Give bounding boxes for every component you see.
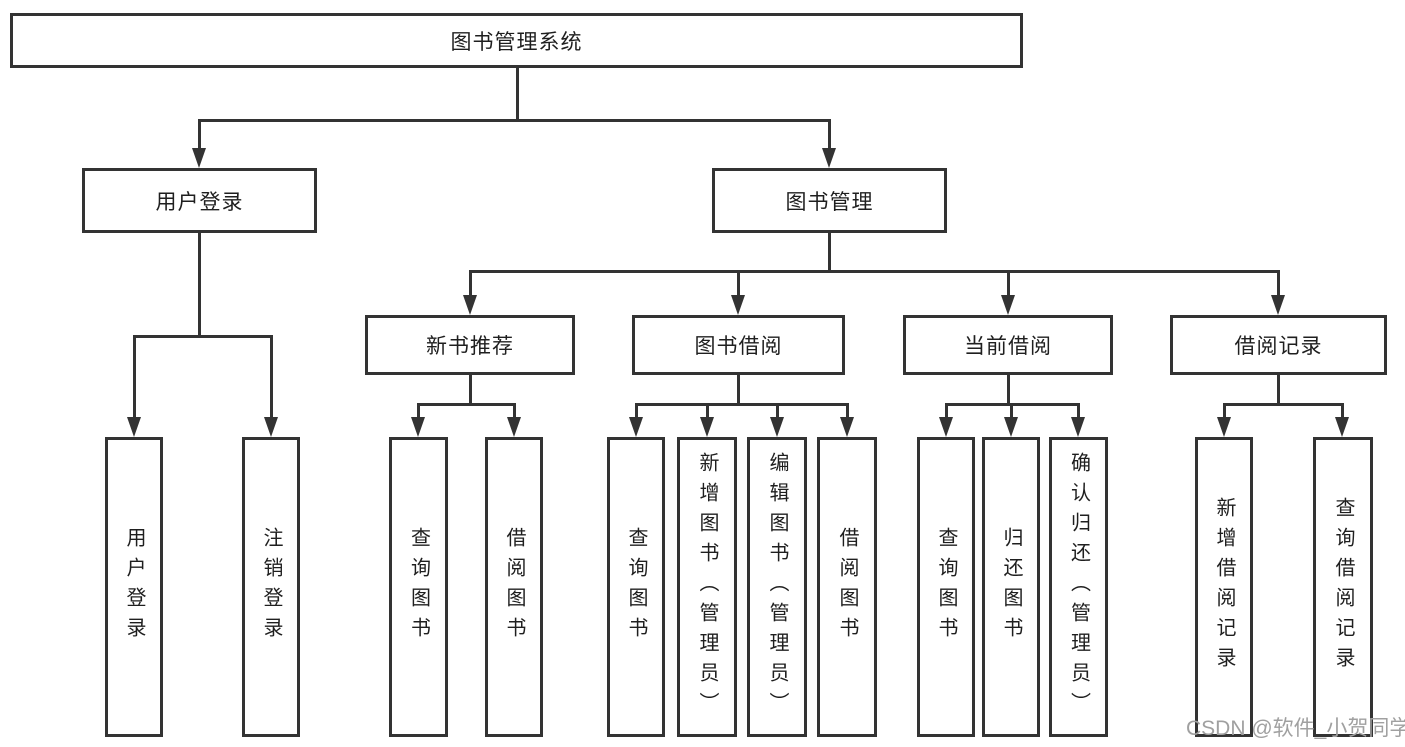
connector-drop-user-login (198, 119, 201, 150)
node-leaf-cb-confirm: 确认归还（管理员） (1049, 437, 1108, 737)
node-leaf-rec-add: 新增借阅记录 (1195, 437, 1253, 737)
connector-drop-book-mgmt (828, 119, 831, 150)
node-current-borrow-label: 当前借阅 (964, 335, 1052, 358)
connector-drop-bb-edit (776, 403, 779, 419)
node-leaf-rec-query-label: 查询借阅记录 (1332, 497, 1354, 677)
node-leaf-bb-add-label: 新增图书（管理员） (696, 452, 718, 722)
arrowhead-icon (700, 417, 714, 437)
arrowhead-icon (411, 417, 425, 437)
connector-user-login-stem (198, 233, 201, 338)
arrowhead-icon (127, 417, 141, 437)
connector-drop-current-borrow (1007, 270, 1010, 295)
node-book-mgmt: 图书管理 (712, 168, 947, 233)
node-leaf-nb-borrow: 借阅图书 (485, 437, 543, 737)
connector-new-book-stem (469, 375, 472, 406)
node-leaf-bb-query-label: 查询图书 (625, 527, 647, 647)
connector-book-mgmt-rail (469, 270, 1280, 273)
connector-root-rail (198, 119, 831, 122)
connector-new-book-rail (417, 403, 516, 406)
arrowhead-icon (629, 417, 643, 437)
node-leaf-bb-edit-label: 编辑图书（管理员） (766, 452, 788, 722)
node-user-login-label: 用户登录 (155, 190, 244, 214)
arrowhead-icon (939, 417, 953, 437)
node-book-borrow: 图书借阅 (632, 315, 845, 375)
node-leaf-cb-query-label: 查询图书 (935, 527, 957, 647)
node-leaf-rec-query: 查询借阅记录 (1313, 437, 1373, 737)
node-new-book-rec: 新书推荐 (365, 315, 575, 375)
connector-drop-cb-query (945, 403, 948, 419)
arrowhead-icon (1335, 417, 1349, 437)
node-new-book-rec-label: 新书推荐 (426, 335, 514, 358)
connector-drop-cb-confirm (1077, 403, 1080, 419)
csdn-watermark: CSDN @软件_小贺同学 (1186, 717, 1405, 740)
node-book-mgmt-label: 图书管理 (785, 190, 874, 214)
arrowhead-icon (1271, 295, 1285, 315)
node-current-borrow: 当前借阅 (903, 315, 1113, 375)
node-borrow-records: 借阅记录 (1170, 315, 1387, 375)
connector-drop-borrow-records (1277, 270, 1280, 295)
node-leaf-cb-return-label: 归还图书 (1000, 527, 1022, 647)
connector-borrow-records-stem (1277, 375, 1280, 406)
node-leaf-bb-edit: 编辑图书（管理员） (747, 437, 807, 737)
node-book-borrow-label: 图书借阅 (694, 335, 783, 358)
connector-drop-book-borrow (737, 270, 740, 295)
node-leaf-rec-add-label: 新增借阅记录 (1213, 497, 1235, 677)
connector-drop-leaf-login (133, 335, 136, 419)
connector-drop-rec-add (1223, 403, 1226, 419)
connector-current-borrow-stem (1007, 375, 1010, 406)
arrowhead-icon (1071, 417, 1085, 437)
node-user-login: 用户登录 (82, 168, 317, 233)
connector-book-borrow-rail (635, 403, 849, 406)
node-leaf-user-login: 用户登录 (105, 437, 163, 737)
connector-drop-new-book (469, 270, 472, 295)
node-leaf-nb-query: 查询图书 (389, 437, 448, 737)
connector-drop-nb-borrow (513, 403, 516, 419)
connector-drop-bb-query (635, 403, 638, 419)
node-leaf-logout: 注销登录 (242, 437, 300, 737)
node-leaf-bb-query: 查询图书 (607, 437, 665, 737)
node-root: 图书管理系统 (10, 13, 1023, 68)
connector-drop-rec-query (1341, 403, 1344, 419)
connector-drop-nb-query (417, 403, 420, 419)
node-leaf-cb-confirm-label: 确认归还（管理员） (1067, 452, 1090, 722)
arrowhead-icon (840, 417, 854, 437)
node-leaf-nb-query-label: 查询图书 (407, 527, 430, 647)
node-root-label: 图书管理系统 (450, 30, 583, 54)
node-leaf-cb-query: 查询图书 (917, 437, 975, 737)
connector-user-login-rail (133, 335, 273, 338)
arrowhead-icon (463, 295, 477, 315)
arrowhead-icon (192, 148, 206, 168)
arrowhead-icon (822, 148, 836, 168)
arrowhead-icon (731, 295, 745, 315)
arrowhead-icon (1001, 295, 1015, 315)
connector-drop-bb-borrow (846, 403, 849, 419)
node-leaf-bb-borrow: 借阅图书 (817, 437, 877, 737)
node-leaf-logout-label: 注销登录 (260, 527, 282, 647)
connector-root-stem (516, 68, 519, 122)
node-leaf-nb-borrow-label: 借阅图书 (503, 527, 525, 647)
arrowhead-icon (1004, 417, 1018, 437)
node-leaf-bb-add: 新增图书（管理员） (677, 437, 737, 737)
connector-book-borrow-stem (737, 375, 740, 406)
node-borrow-records-label: 借阅记录 (1234, 335, 1323, 358)
connector-drop-cb-return (1010, 403, 1013, 419)
node-leaf-cb-return: 归还图书 (982, 437, 1040, 737)
arrowhead-icon (507, 417, 521, 437)
node-leaf-bb-borrow-label: 借阅图书 (836, 527, 858, 647)
arrowhead-icon (264, 417, 278, 437)
connector-drop-bb-add (706, 403, 709, 419)
arrowhead-icon (1217, 417, 1231, 437)
connector-borrow-records-rail (1223, 403, 1344, 406)
node-leaf-user-login-label: 用户登录 (123, 527, 145, 647)
arrowhead-icon (770, 417, 784, 437)
connector-drop-leaf-logout (270, 335, 273, 419)
connector-book-mgmt-stem (828, 233, 831, 273)
